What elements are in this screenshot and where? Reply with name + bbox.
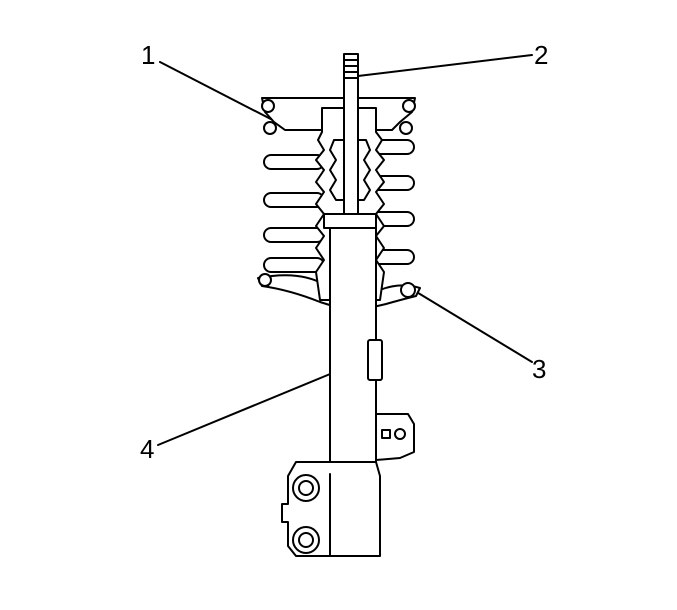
leader-line-2 (357, 54, 533, 77)
leader-line-4 (157, 371, 336, 446)
callout-2: 2 (534, 40, 548, 70)
leader-line-3 (409, 287, 533, 363)
callout-4: 4 (140, 434, 154, 464)
callout-1: 1 (141, 40, 155, 70)
knuckle-clevis (281, 461, 381, 557)
callout-3: 3 (532, 354, 546, 384)
piston-rod (343, 53, 359, 217)
